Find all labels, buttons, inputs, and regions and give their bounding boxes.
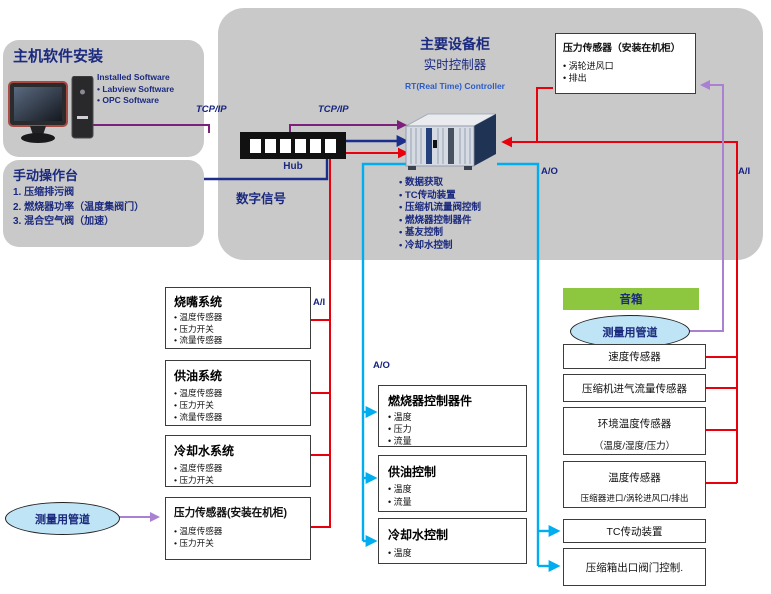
pipe-pressure-sensor-box: 压力传感器(安装在机柜) 温度传感器 压力开关 <box>165 497 311 560</box>
box-item: 压力开关 <box>174 324 302 336</box>
cabinet-subtitle-en: RT(Real Time) Controller <box>405 81 505 91</box>
ao-label-center: A/O <box>373 360 390 371</box>
compressor-intake-flow-sensor-box: 压缩机进气流量传感器 <box>563 374 706 402</box>
measurement-pipe-left: 测量用管道 <box>5 502 120 535</box>
host-software-title: 主机软件安装 <box>13 48 104 65</box>
ai-label-right: A/I <box>738 166 751 177</box>
box-item: 流量传感器 <box>174 411 302 423</box>
box-item: 温度传感器 <box>174 312 302 324</box>
controller-function: 基友控制 <box>399 227 481 240</box>
box-item: 压力开关 <box>174 537 302 549</box>
computer-icon <box>8 76 94 143</box>
box-title: 压力传感器（安装在机柜） <box>563 43 681 54</box>
box-title: 供油系统 <box>174 369 223 383</box>
box-title: 冷却水控制 <box>388 528 449 542</box>
cabinet-title: 主要设备柜 <box>420 36 490 52</box>
box-line2: 压缩器进口/涡轮进风口/排出 <box>580 493 689 503</box>
cabinet-pressure-sensor-box: 压力传感器（安装在机柜） 涡轮进风口 排出 <box>555 33 696 94</box>
installed-software-label: Installed Software <box>97 72 170 82</box>
temp-sensor-box: 温度传感器 压缩器进口/涡轮进风口/排出 <box>563 461 706 508</box>
box-item: 温度传感器 <box>174 462 302 474</box>
console-item: 2. 燃烧器功率（温度集阀门） <box>13 201 145 213</box>
console-item: 1. 压缩排污阀 <box>13 187 75 198</box>
ai-label-left: A/I <box>313 297 326 308</box>
manual-console-title: 手动操作台 <box>13 168 79 183</box>
box-item: 压力开关 <box>174 474 302 486</box>
ao-label-right: A/O <box>541 166 558 177</box>
box-item: 流量 <box>388 435 517 447</box>
software-item: OPC Software <box>97 95 174 107</box>
rt-controller-icon <box>405 113 497 170</box>
measurement-pipe-right: 测量用管道 <box>570 315 690 348</box>
burner-system-box: 烧嘴系统 温度传感器 压力开关 流量传感器 <box>165 287 311 349</box>
box-title: 燃烧器控制器件 <box>388 394 473 408</box>
box-line1: 环境温度传感器 <box>597 418 672 430</box>
box-line2: （温度/湿度/压力） <box>593 441 676 452</box>
box-item: 涡轮进风口 <box>563 60 688 72</box>
compressor-outlet-valve-box: 压缩箱出口阀门控制. <box>563 548 706 586</box>
burner-control-box: 燃烧器控制器件 温度 压力 流量 <box>378 385 527 447</box>
box-item: 流量传感器 <box>174 335 302 347</box>
box-item: 温度传感器 <box>174 387 302 399</box>
box-title: 烧嘴系统 <box>174 295 223 309</box>
box-line1: 温度传感器 <box>608 472 661 484</box>
cabinet-subtitle: 实时控制器 <box>423 58 487 72</box>
box-title: 冷却水系统 <box>174 444 235 458</box>
controller-function: 数据获取 <box>399 177 481 190</box>
digital-signal-label: 数字信号 <box>236 192 287 206</box>
speaker-box: 音箱 <box>563 288 699 310</box>
oil-supply-control-box: 供油控制 温度 流量 <box>378 455 527 512</box>
box-item: 温度传感器 <box>174 525 302 537</box>
hub-device <box>240 132 346 159</box>
box-item: 排出 <box>563 72 688 84</box>
box-item: 温度 <box>388 483 517 496</box>
oil-supply-system-box: 供油系统 温度传感器 压力开关 流量传感器 <box>165 360 311 426</box>
software-item: Labview Software <box>97 84 174 96</box>
tcpip-label-left: TCP/IP <box>196 104 227 115</box>
box-item: 流量 <box>388 496 517 509</box>
box-item: 压力 <box>388 423 517 435</box>
tcpip-label-right: TCP/IP <box>318 104 349 115</box>
box-title: 供油控制 <box>388 465 437 479</box>
cooling-water-control-box: 冷却水控制 温度 <box>378 518 527 564</box>
controller-function: 冷却水控制 <box>399 240 481 253</box>
controller-function: 燃烧器控制器件 <box>399 215 481 228</box>
box-item: 温度 <box>388 547 517 560</box>
tc-drive-box: TC传动装置 <box>563 519 706 543</box>
ambient-temp-sensor-box: 环境温度传感器 （温度/湿度/压力） <box>563 407 706 455</box>
box-title: 压力传感器(安装在机柜) <box>174 507 287 519</box>
controller-function: 压缩机流量阀控制 <box>399 202 481 215</box>
hub-label: Hub <box>283 161 303 172</box>
cooling-water-system-box: 冷却水系统 温度传感器 压力开关 <box>165 435 311 487</box>
speed-sensor-box: 速度传感器 <box>563 344 706 369</box>
box-item: 压力开关 <box>174 399 302 411</box>
box-item: 温度 <box>388 411 517 423</box>
manual-console-panel <box>3 160 204 247</box>
controller-function: TC传动装置 <box>399 190 481 203</box>
console-item: 3. 混合空气阀（加速） <box>13 216 115 227</box>
